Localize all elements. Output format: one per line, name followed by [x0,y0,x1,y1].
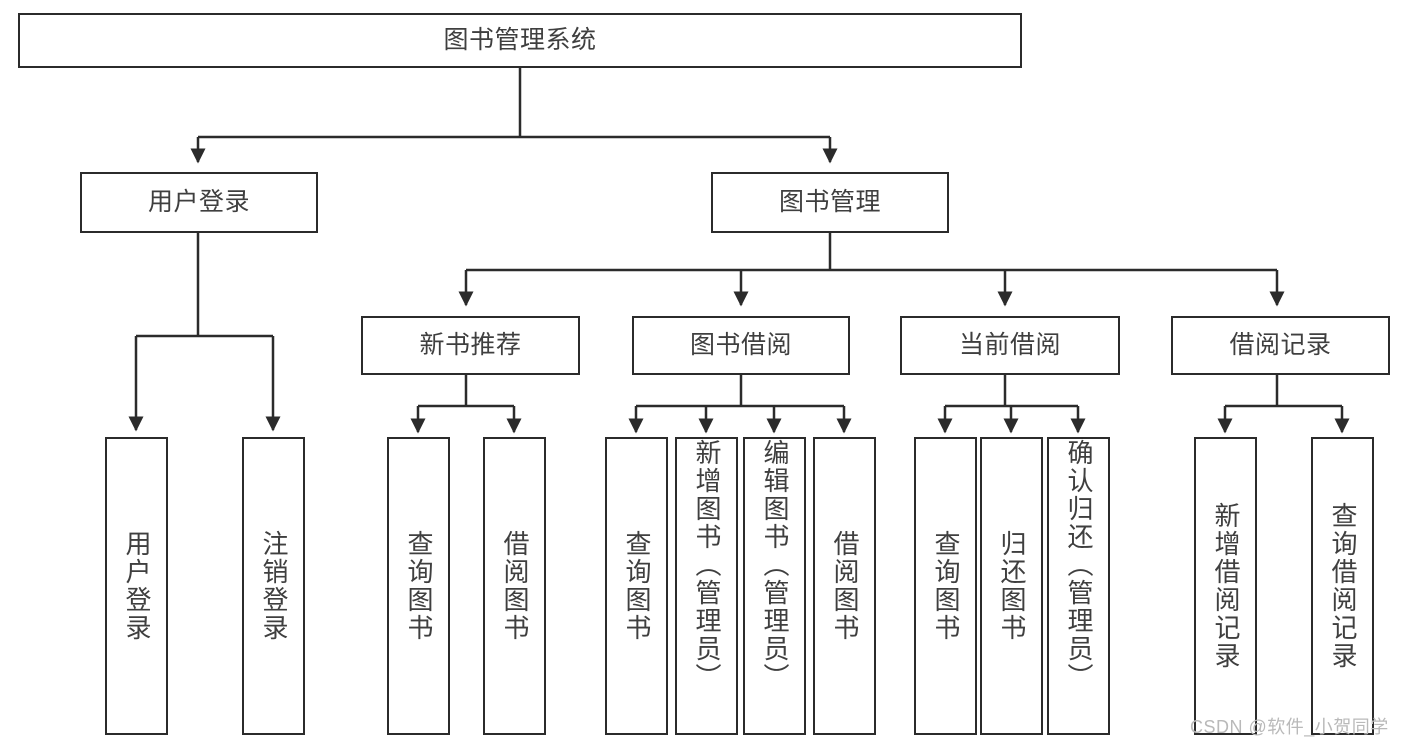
node-current-borrow[interactable]: 当前借阅 [900,316,1120,375]
node-label: 用户登录 [122,530,153,642]
node-borrow-record[interactable]: 借阅记录 [1171,316,1390,375]
leaf-record-query[interactable]: 查询借阅记录 [1311,437,1374,735]
leaf-borrow-borrow-book[interactable]: 借阅图书 [813,437,876,735]
leaf-borrow-edit-book[interactable]: 编辑图书（管理员） [743,437,806,735]
node-label: 查询借阅记录 [1328,502,1359,670]
leaf-borrow-query-book[interactable]: 查询图书 [605,437,668,735]
node-label: 注销登录 [259,530,290,642]
node-label: 归还图书 [997,530,1028,642]
node-label: 新增图书（管理员） [692,439,723,691]
node-label: 用户登录 [147,188,250,217]
node-label: 查询图书 [622,530,653,642]
leaf-record-add[interactable]: 新增借阅记录 [1194,437,1257,735]
leaf-new-book-borrow[interactable]: 借阅图书 [483,437,546,735]
node-label: 查询图书 [404,530,435,642]
node-label: 图书借阅 [689,331,792,360]
leaf-new-book-query[interactable]: 查询图书 [387,437,450,735]
leaf-user-login-signin[interactable]: 用户登录 [105,437,168,735]
node-label: 当前借阅 [958,331,1061,360]
node-label: 确认归还（管理员） [1064,439,1095,691]
leaf-current-return-book[interactable]: 归还图书 [980,437,1043,735]
node-root-system[interactable]: 图书管理系统 [18,13,1022,68]
node-label: 借阅记录 [1229,331,1332,360]
node-book-management[interactable]: 图书管理 [711,172,949,233]
node-book-borrow[interactable]: 图书借阅 [632,316,850,375]
leaf-current-query-book[interactable]: 查询图书 [914,437,977,735]
node-label: 编辑图书（管理员） [760,439,791,691]
node-label: 查询图书 [931,530,962,642]
leaf-user-login-signout[interactable]: 注销登录 [242,437,305,735]
node-label: 新书推荐 [419,331,522,360]
node-label: 图书管理系统 [443,26,597,55]
node-label: 新增借阅记录 [1211,502,1242,670]
node-label: 借阅图书 [830,530,861,642]
node-new-book-recommend[interactable]: 新书推荐 [361,316,580,375]
csdn-watermark: CSDN @软件_小贺同学 [1190,717,1389,737]
leaf-borrow-add-book[interactable]: 新增图书（管理员） [675,437,738,735]
node-user-login[interactable]: 用户登录 [80,172,318,233]
leaf-current-confirm-return[interactable]: 确认归还（管理员） [1047,437,1110,735]
node-label: 图书管理 [778,188,881,217]
node-label: 借阅图书 [500,530,531,642]
